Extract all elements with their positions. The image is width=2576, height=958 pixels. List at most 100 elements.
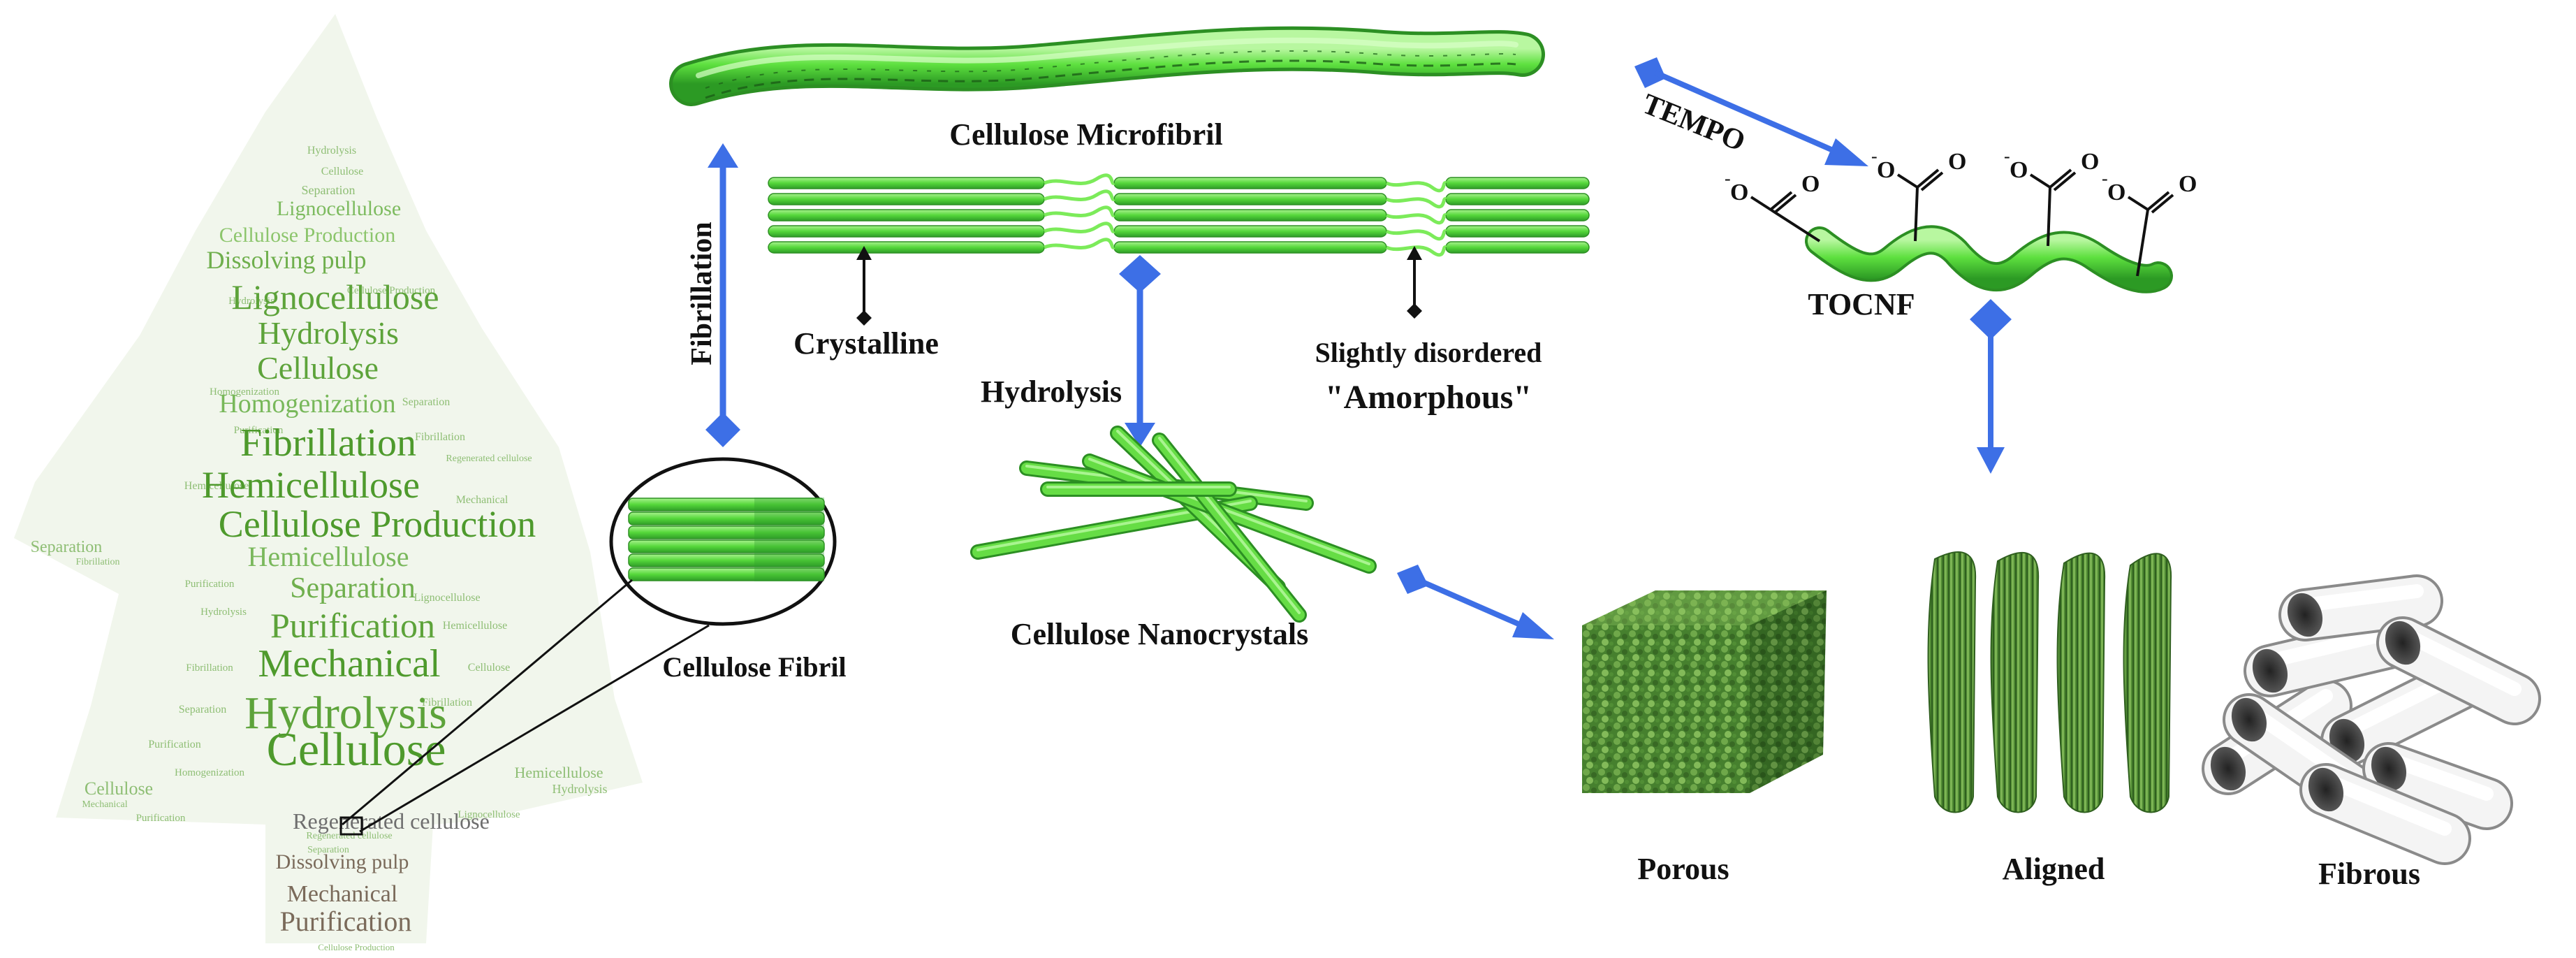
cloud-word: Cellulose Production <box>219 224 395 247</box>
crystalline-strand <box>1113 225 1387 238</box>
fibrillation-label: Fibrillation <box>686 222 718 365</box>
svg-text:-: - <box>2004 146 2010 166</box>
cloud-word-small: Lignocellulose <box>458 809 520 820</box>
carboxylate-group: OO- <box>1871 146 1966 242</box>
aligned-lamella <box>1927 551 1977 813</box>
fibrous-tube <box>2299 763 2471 865</box>
cloud-word: Lignocellulose <box>231 277 439 317</box>
cloud-word: Cellulose <box>257 350 379 386</box>
svg-text:O: O <box>1948 149 1966 175</box>
tempo-label: TEMPO <box>1638 88 1750 158</box>
tocnf-arrow <box>1970 299 2012 474</box>
crystalline-label: Crystalline <box>793 326 939 361</box>
svg-text:O: O <box>1730 180 1748 205</box>
fibrous-tube <box>2244 616 2415 697</box>
amorphous-strand <box>1385 229 1447 241</box>
crystalline-strand <box>768 193 1045 205</box>
porous-label: Porous <box>1637 852 1729 886</box>
cloud-word-small: Fibrillation <box>76 557 120 567</box>
fibril-rods <box>628 498 825 581</box>
carboxylate-groups: OO-OO-OO-OO- <box>1725 146 2197 277</box>
cloud-word: Mechanical <box>287 881 398 907</box>
crystalline-amorphous-bundle <box>768 173 1590 257</box>
cloud-word: Mechanical <box>258 642 440 685</box>
word-cloud-small-terms: HydrolysisCelluloseSeparationHydrolysisC… <box>31 145 608 952</box>
cellulose-fibril-label: Cellulose Fibril <box>662 651 846 683</box>
cloud-word-small: Hemicellulose <box>443 620 507 632</box>
carboxylate-group: OO- <box>2102 168 2197 277</box>
fibrous-tube <box>2376 616 2541 725</box>
cloud-word: Separation <box>290 572 416 604</box>
cloud-word-small: Regenerated cellulose <box>306 831 392 841</box>
amorphous-strand <box>1044 189 1115 201</box>
hydrolysis-arrow <box>1119 255 1161 447</box>
svg-text:O: O <box>2107 180 2125 205</box>
amorphous-strand <box>1044 238 1115 249</box>
cloud-word-small: Separation <box>31 538 103 556</box>
amorphous-strand <box>1385 197 1447 209</box>
amorphous-strand <box>1385 213 1447 225</box>
tree-silhouette <box>14 14 643 943</box>
tempo-arrow <box>1634 57 1868 166</box>
cloud-word: Hydrolysis <box>244 688 447 739</box>
crystalline-strand <box>768 209 1045 222</box>
cloud-word-small: Hemicellulose <box>184 480 249 492</box>
svg-text:O: O <box>2010 157 2028 183</box>
cloud-word: Purification <box>280 906 412 937</box>
cellulose-fibril <box>339 457 837 836</box>
cloud-word: Homogenization <box>219 389 395 419</box>
fibrous-tube <box>2278 574 2443 641</box>
porous-structure <box>1582 590 1827 793</box>
amorphous-strand <box>1385 245 1447 257</box>
svg-text:O: O <box>1877 157 1895 183</box>
svg-text:O: O <box>2179 171 2197 197</box>
cloud-word-small: Purification <box>148 739 201 750</box>
amorphous-strand <box>1044 222 1115 233</box>
cloud-word-small: Homogenization <box>175 767 244 778</box>
cloud-word: Hemicellulose <box>247 541 409 572</box>
fibril-rod <box>628 498 825 511</box>
crystalline-strand <box>1113 177 1387 189</box>
cellulose-nanocrystals <box>970 426 1377 623</box>
cloud-word: Lignocellulose <box>277 197 401 220</box>
cloud-word-small: Fibrillation <box>422 697 472 709</box>
fibril-rod <box>628 567 825 581</box>
carboxylate-group: OO- <box>2004 146 2099 247</box>
crystalline-strand <box>1113 193 1387 205</box>
svg-text:O: O <box>1801 171 1820 197</box>
aligned-label: Aligned <box>2003 852 2105 886</box>
nanocrystals-label: Cellulose Nanocrystals <box>1011 617 1309 651</box>
aligned-lamella <box>2056 552 2106 813</box>
cloud-word: Dissolving pulp <box>276 850 409 873</box>
slightly-disordered-label: Slightly disordered <box>1315 337 1542 368</box>
tocnf-label: TOCNF <box>1808 287 1915 321</box>
amorphous-strand <box>1385 181 1447 193</box>
cloud-word-small: Separation <box>179 704 226 716</box>
crystalline-strand <box>1445 177 1590 189</box>
crystalline-strand <box>768 225 1045 238</box>
fibril-rod <box>628 539 825 553</box>
cloud-word-small: Purification <box>136 813 186 824</box>
cloud-word-small: Cellulose Production <box>347 285 436 296</box>
cloud-word: Cellulose <box>267 723 446 776</box>
cloud-word: Purification <box>270 606 435 645</box>
crystalline-strand <box>1445 193 1590 205</box>
crystalline-strand <box>1445 225 1590 238</box>
amorphous-strand <box>1044 173 1115 185</box>
cloud-word: Cellulose Production <box>219 503 536 545</box>
svg-text:-: - <box>1725 168 1731 189</box>
cloud-word-small: Separation <box>402 396 450 408</box>
cloud-word-small: Separation <box>307 845 349 855</box>
microfibril-label: Cellulose Microfibril <box>949 117 1222 152</box>
cloud-word-small: Cellulose <box>85 778 153 799</box>
crystalline-strand <box>1445 241 1590 254</box>
cloud-word-small: Fibrillation <box>186 662 233 674</box>
aligned-structure <box>1927 551 2172 813</box>
crystalline-strand <box>1113 209 1387 222</box>
nanocrystal-rod <box>1040 481 1237 497</box>
cloud-word-small: Hemicellulose <box>514 764 603 781</box>
cloud-word-small: Separation <box>302 183 356 197</box>
fibrillation-arrow <box>705 143 740 447</box>
fibrous-tube <box>2362 742 2513 830</box>
